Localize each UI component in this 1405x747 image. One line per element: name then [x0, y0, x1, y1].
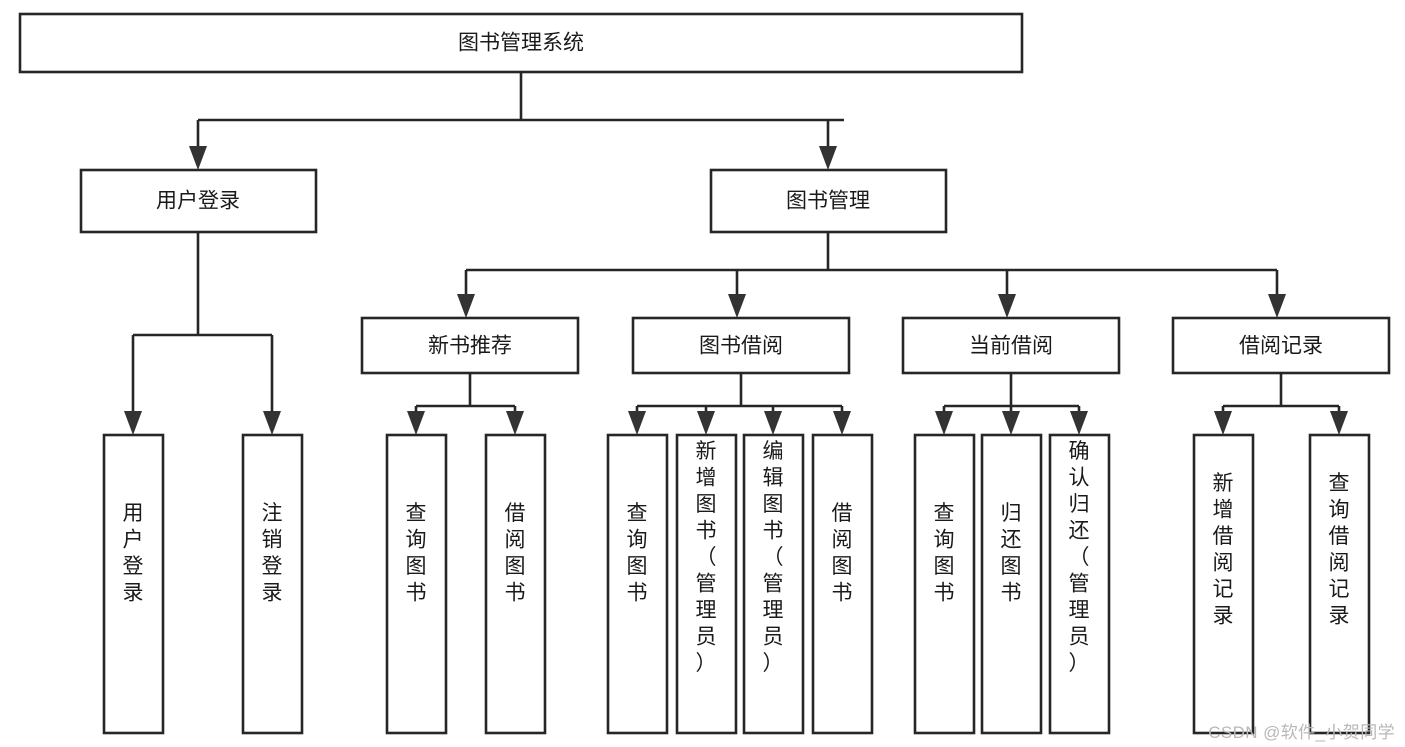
node-leaf-query-book-recommend-label: 查询图书 — [406, 502, 427, 605]
node-leaf-edit-book-admin-label: 编辑图书（管理员） — [763, 440, 784, 675]
node-borrow-record-box — [1171, 316, 1391, 375]
node-leaf-confirm-return-admin-label: 确认归还（管理员） — [1069, 440, 1090, 675]
node-leaf-add-borrow-record[interactable]: 新增借阅记录 — [1192, 433, 1255, 735]
node-borrow-record[interactable]: 借阅记录 — [1171, 316, 1391, 375]
node-book-management[interactable]: 图书管理 — [709, 168, 948, 234]
node-leaf-borrow-book-recommend[interactable]: 借阅图书 — [484, 433, 547, 735]
arrow-head-leaf-borrow-book-recommend — [506, 411, 524, 435]
arrow-head-leaf-query-borrow-record — [1330, 411, 1348, 435]
arrow-head-user-login — [189, 146, 207, 170]
node-leaf-borrow-book[interactable]: 借阅图书 — [811, 433, 874, 735]
node-root-label: 图书管理系统 — [458, 32, 584, 55]
arrow-head-leaf-borrow-book — [833, 411, 851, 435]
node-user-login-label: 用户登录 — [156, 190, 240, 213]
node-leaf-borrow-book-recommend-label: 借阅图书 — [505, 502, 526, 605]
node-leaf-logout-login-box — [241, 433, 304, 735]
node-leaf-borrow-book-recommend-box — [484, 433, 547, 735]
node-leaf-add-borrow-record-label: 新增借阅记录 — [1213, 472, 1234, 628]
arrow-head-new-book-recommend — [457, 294, 475, 318]
node-leaf-confirm-return-admin[interactable]: 确认归还（管理员） — [1048, 433, 1111, 735]
arrow-head-leaf-add-borrow-record — [1214, 411, 1232, 435]
node-leaf-confirm-return-admin-box — [1048, 433, 1111, 735]
arrow-head-leaf-query-book-recommend — [407, 411, 425, 435]
node-leaf-return-book-label: 归还图书 — [1001, 502, 1022, 605]
node-leaf-query-book-borrow[interactable]: 查询图书 — [606, 433, 669, 735]
node-leaf-query-book-borrow-label: 查询图书 — [627, 502, 648, 605]
node-user-login-box — [79, 168, 318, 234]
node-leaf-query-borrow-record-box — [1308, 433, 1371, 735]
node-borrow-record-label: 借阅记录 — [1239, 335, 1323, 358]
arrow-head-leaf-add-book-admin — [697, 411, 715, 435]
connector-group-new-book-recommend — [407, 373, 524, 435]
node-leaf-query-book-current[interactable]: 查询图书 — [913, 433, 976, 735]
arrow-head-borrow-record — [1268, 294, 1286, 318]
node-leaf-add-borrow-record-box — [1192, 433, 1255, 735]
csdn-watermark: CSDN @软件_小贺同学 — [1208, 723, 1395, 742]
arrow-head-leaf-query-book-borrow — [628, 411, 646, 435]
node-leaf-add-book-admin-box — [675, 433, 738, 735]
node-leaf-user-login-label: 用户登录 — [123, 502, 144, 605]
arrow-head-leaf-query-book-current — [935, 411, 953, 435]
arrow-head-leaf-edit-book-admin — [764, 411, 782, 435]
node-book-management-box — [709, 168, 948, 234]
node-leaf-add-book-admin[interactable]: 新增图书（管理员） — [675, 433, 738, 735]
node-leaf-return-book-box — [980, 433, 1043, 735]
connector-group-book-management — [457, 232, 1286, 318]
node-leaf-logout-login[interactable]: 注销登录 — [241, 433, 304, 735]
node-leaf-return-book[interactable]: 归还图书 — [980, 433, 1043, 735]
node-leaf-query-book-borrow-box — [606, 433, 669, 735]
node-new-book-recommend-label: 新书推荐 — [428, 335, 512, 358]
arrow-head-book-management — [819, 146, 837, 170]
node-root[interactable]: 图书管理系统 — [18, 12, 1024, 74]
node-leaf-query-book-recommend[interactable]: 查询图书 — [385, 433, 448, 735]
node-current-borrow-box — [901, 316, 1121, 375]
arrow-head-book-borrow — [728, 294, 746, 318]
connector-group-borrow-record — [1214, 373, 1348, 435]
node-new-book-recommend-box — [360, 316, 580, 375]
connector-group-current-borrow — [935, 373, 1088, 435]
node-leaf-edit-book-admin-box — [742, 433, 805, 735]
node-leaf-query-borrow-record[interactable]: 查询借阅记录 — [1308, 433, 1371, 735]
node-current-borrow-label: 当前借阅 — [969, 335, 1053, 358]
arrow-head-current-borrow — [998, 294, 1016, 318]
node-leaf-user-login[interactable]: 用户登录 — [102, 433, 165, 735]
node-root-box — [18, 12, 1024, 74]
node-leaf-query-book-recommend-box — [385, 433, 448, 735]
arrow-head-leaf-logout-login — [263, 411, 281, 435]
node-book-borrow-box — [631, 316, 851, 375]
node-leaf-borrow-book-label: 借阅图书 — [832, 502, 853, 605]
node-leaf-user-login-box — [102, 433, 165, 735]
connector-group-user-login — [124, 232, 281, 435]
node-new-book-recommend[interactable]: 新书推荐 — [360, 316, 580, 375]
arrow-head-leaf-user-login — [124, 411, 142, 435]
connector-group-root — [189, 72, 844, 170]
node-leaf-add-book-admin-label: 新增图书（管理员） — [696, 440, 717, 675]
node-book-borrow-label: 图书借阅 — [699, 335, 783, 358]
arrow-head-leaf-return-book — [1002, 411, 1020, 435]
node-leaf-logout-login-label: 注销登录 — [262, 502, 283, 605]
node-leaf-edit-book-admin[interactable]: 编辑图书（管理员） — [742, 433, 805, 735]
node-leaf-query-book-current-label: 查询图书 — [934, 502, 955, 605]
node-leaf-query-borrow-record-label: 查询借阅记录 — [1329, 472, 1350, 628]
node-current-borrow[interactable]: 当前借阅 — [901, 316, 1121, 375]
connector-group-book-borrow — [628, 373, 851, 435]
node-user-login[interactable]: 用户登录 — [79, 168, 318, 234]
arrow-head-leaf-confirm-return-admin — [1070, 411, 1088, 435]
node-leaf-query-book-current-box — [913, 433, 976, 735]
node-book-borrow[interactable]: 图书借阅 — [631, 316, 851, 375]
node-book-management-label: 图书管理 — [786, 190, 870, 213]
node-leaf-borrow-book-box — [811, 433, 874, 735]
